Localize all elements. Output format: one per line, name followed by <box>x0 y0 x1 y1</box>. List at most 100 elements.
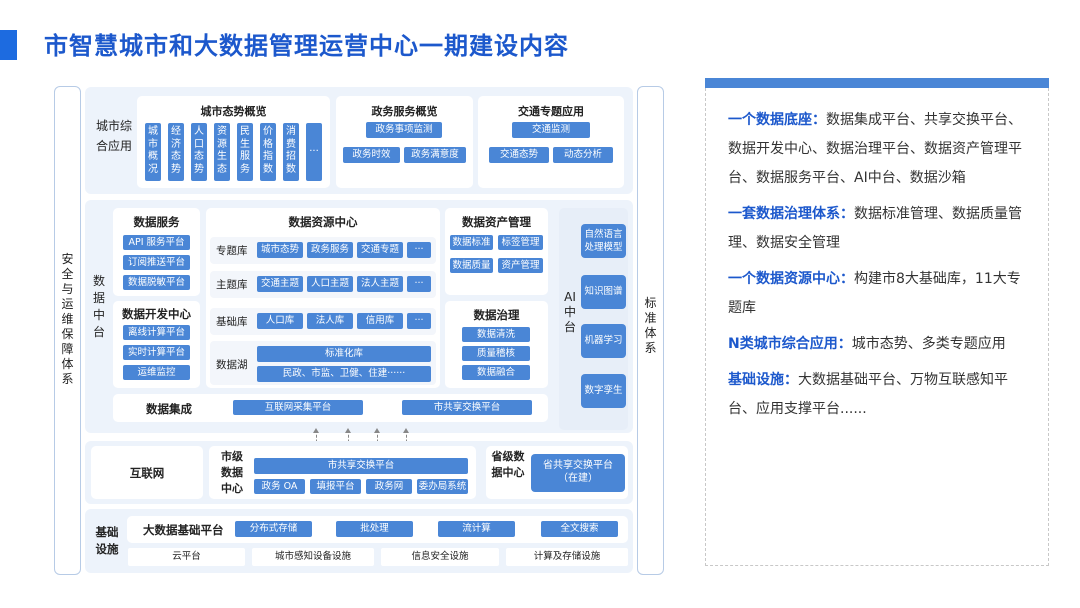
traffic-monitor-button[interactable]: 交通监测 <box>512 122 590 138</box>
gov-monitor-button[interactable]: 政务事项监测 <box>366 122 442 138</box>
digital-twin-button[interactable]: 数字孪生 <box>581 374 626 408</box>
asset-mgmt-title: 数据资产管理 <box>462 215 531 229</box>
overview-more[interactable]: ... <box>306 123 322 181</box>
standard-lib-button[interactable]: 标准化库 <box>257 346 431 362</box>
data-dev-title: 数据开发中心 <box>122 307 191 321</box>
fulltext-search-button[interactable]: 全文搜索 <box>541 521 618 537</box>
description-item: 基础设施：大数据基础平台、万物互联感知平台、应用支撑平台...... <box>728 366 1028 424</box>
subject-item[interactable]: 交通主题 <box>257 276 303 292</box>
governance-title: 数据治理 <box>473 308 520 322</box>
base-item[interactable]: 信用库 <box>357 313 403 329</box>
subject-label: 主题库 <box>216 279 248 291</box>
topic-item[interactable]: 交通专题 <box>357 242 403 258</box>
base-more[interactable]: ··· <box>407 313 431 329</box>
sensing-facilities: 城市感知设备设施 <box>252 548 374 566</box>
asset-mgmt-box <box>445 208 548 295</box>
overview-item[interactable]: 经济态势 <box>168 123 184 181</box>
lake-sources-button[interactable]: 民政、市监、卫健、住建······ <box>257 366 431 382</box>
stream-button[interactable]: 流计算 <box>438 521 515 537</box>
gov-overview-box <box>336 96 473 188</box>
security-ops-frame <box>54 86 81 575</box>
ops-monitor-button[interactable]: 运维监控 <box>123 365 190 380</box>
page-title: 市智慧城市和大数据管理运营中心一期建设内容 <box>44 32 569 60</box>
description-item: 一个数据资源中心：构建市8大基础库，11大专题库 <box>728 265 1028 323</box>
api-service-button[interactable]: API 服务平台 <box>123 235 190 250</box>
infra-label: 基础设施 <box>95 525 119 556</box>
overview-item[interactable]: 人口态势 <box>191 123 207 181</box>
quality-audit-button[interactable]: 质量稽核 <box>462 346 530 361</box>
data-quality-button[interactable]: 数据质量 <box>450 258 493 273</box>
traffic-analysis-button[interactable]: 动态分析 <box>553 147 613 163</box>
tag-mgmt-button[interactable]: 标签管理 <box>498 235 543 250</box>
offline-compute-button[interactable]: 离线计算平台 <box>123 325 190 340</box>
distributed-storage-button[interactable]: 分布式存储 <box>235 521 312 537</box>
realtime-compute-button[interactable]: 实时计算平台 <box>123 345 190 360</box>
description-key: 一套数据治理体系： <box>728 206 854 222</box>
overview-title: 城市态势概览 <box>200 105 267 118</box>
description-item: N类城市综合应用：城市态势、多类专题应用 <box>728 330 1028 359</box>
batch-button[interactable]: 批处理 <box>336 521 413 537</box>
machine-learning-button[interactable]: 机器学习 <box>581 324 626 358</box>
province-exchange-button[interactable]: 省共享交换平台（在建） <box>531 454 625 492</box>
lake-label: 数据湖 <box>216 359 248 371</box>
desensitize-button[interactable]: 数据脱敏平台 <box>123 275 190 290</box>
traffic-status-button[interactable]: 交通态势 <box>489 147 549 163</box>
topic-item[interactable]: 政务服务 <box>307 242 353 258</box>
subject-item[interactable]: 人口主题 <box>307 276 353 292</box>
gov-satisfaction-button[interactable]: 政务满意度 <box>404 147 466 163</box>
description-list: 一个数据底座：数据集成平台、共享交换平台、数据开发中心、数据治理平台、数据资产管… <box>728 106 1028 431</box>
internet-label: 互联网 <box>129 466 165 480</box>
subscribe-push-button[interactable]: 订阅推送平台 <box>123 255 190 270</box>
topic-item[interactable]: 城市态势 <box>257 242 303 258</box>
description-top-bar <box>705 78 1049 88</box>
compute-storage-facilities: 计算及存储设施 <box>506 548 628 566</box>
topic-more[interactable]: ··· <box>407 242 431 258</box>
base-item[interactable]: 人口库 <box>257 313 303 329</box>
subject-item[interactable]: 法人主题 <box>357 276 403 292</box>
nlp-model-button[interactable]: 自然语言处理模型 <box>581 224 626 258</box>
city-exchange-main-button[interactable]: 市共享交换平台 <box>254 458 468 474</box>
description-text: 构建市8大基础库，11大专题库 <box>728 271 1021 316</box>
overview-item[interactable]: 价格指数 <box>260 123 276 181</box>
standards-frame <box>637 86 664 575</box>
data-service-title: 数据服务 <box>133 215 180 229</box>
data-fusion-button[interactable]: 数据融合 <box>462 365 530 380</box>
resource-center-title: 数据资源中心 <box>288 215 358 229</box>
asset-mgmt-button[interactable]: 资产管理 <box>498 258 543 273</box>
description-item: 一套数据治理体系：数据标准管理、数据质量管理、数据安全管理 <box>728 200 1028 258</box>
province-center-label: 省级数据中心 <box>491 450 525 479</box>
base-label: 基础库 <box>216 316 248 328</box>
gov-overview-title: 政务服务概览 <box>371 105 438 118</box>
description-text: 数据集成平台、共享交换平台、数据开发中心、数据治理平台、数据资产管理平台、数据服… <box>728 112 1022 186</box>
report-platform-button[interactable]: 填报平台 <box>310 479 361 494</box>
topic-label: 专题库 <box>216 245 248 257</box>
data-cleaning-button[interactable]: 数据清洗 <box>462 327 530 342</box>
city-center-label: 市级数据中心 <box>221 450 243 495</box>
overview-item[interactable]: 资源生态 <box>214 123 230 181</box>
subject-more[interactable]: ··· <box>407 276 431 292</box>
data-standard-button[interactable]: 数据标准 <box>450 235 493 250</box>
base-item[interactable]: 法人库 <box>307 313 353 329</box>
cloud-platform: 云平台 <box>128 548 245 566</box>
bigdata-label: 大数据基础平台 <box>143 523 224 537</box>
internet-box <box>91 446 203 499</box>
gov-network-button[interactable]: 政务网 <box>366 479 412 494</box>
city-exchange-button[interactable]: 市共享交换平台 <box>402 400 532 415</box>
ai-platform-label: AI中台 <box>563 290 576 334</box>
city-apps-label: 城市综合应用 <box>96 119 133 153</box>
gov-oa-button[interactable]: 政务 OA <box>254 479 305 494</box>
overview-item[interactable]: 城市概况 <box>145 123 161 181</box>
description-key: 基础设施： <box>728 372 798 388</box>
overview-item[interactable]: 民生服务 <box>237 123 253 181</box>
description-key: N类城市综合应用： <box>728 336 852 352</box>
internet-collect-button[interactable]: 互联网采集平台 <box>233 400 363 415</box>
data-platform-label: 数据中台 <box>92 274 105 339</box>
knowledge-graph-button[interactable]: 知识图谱 <box>581 275 626 309</box>
traffic-title: 交通专题应用 <box>518 105 584 118</box>
overview-item[interactable]: 消费招数 <box>283 123 299 181</box>
description-key: 一个数据资源中心： <box>728 271 854 287</box>
standards-label: 标准体系 <box>644 296 657 355</box>
bureau-system-button[interactable]: 委办局系统 <box>417 479 468 494</box>
title-accent-bar <box>0 30 17 60</box>
gov-timeliness-button[interactable]: 政务时效 <box>343 147 400 163</box>
